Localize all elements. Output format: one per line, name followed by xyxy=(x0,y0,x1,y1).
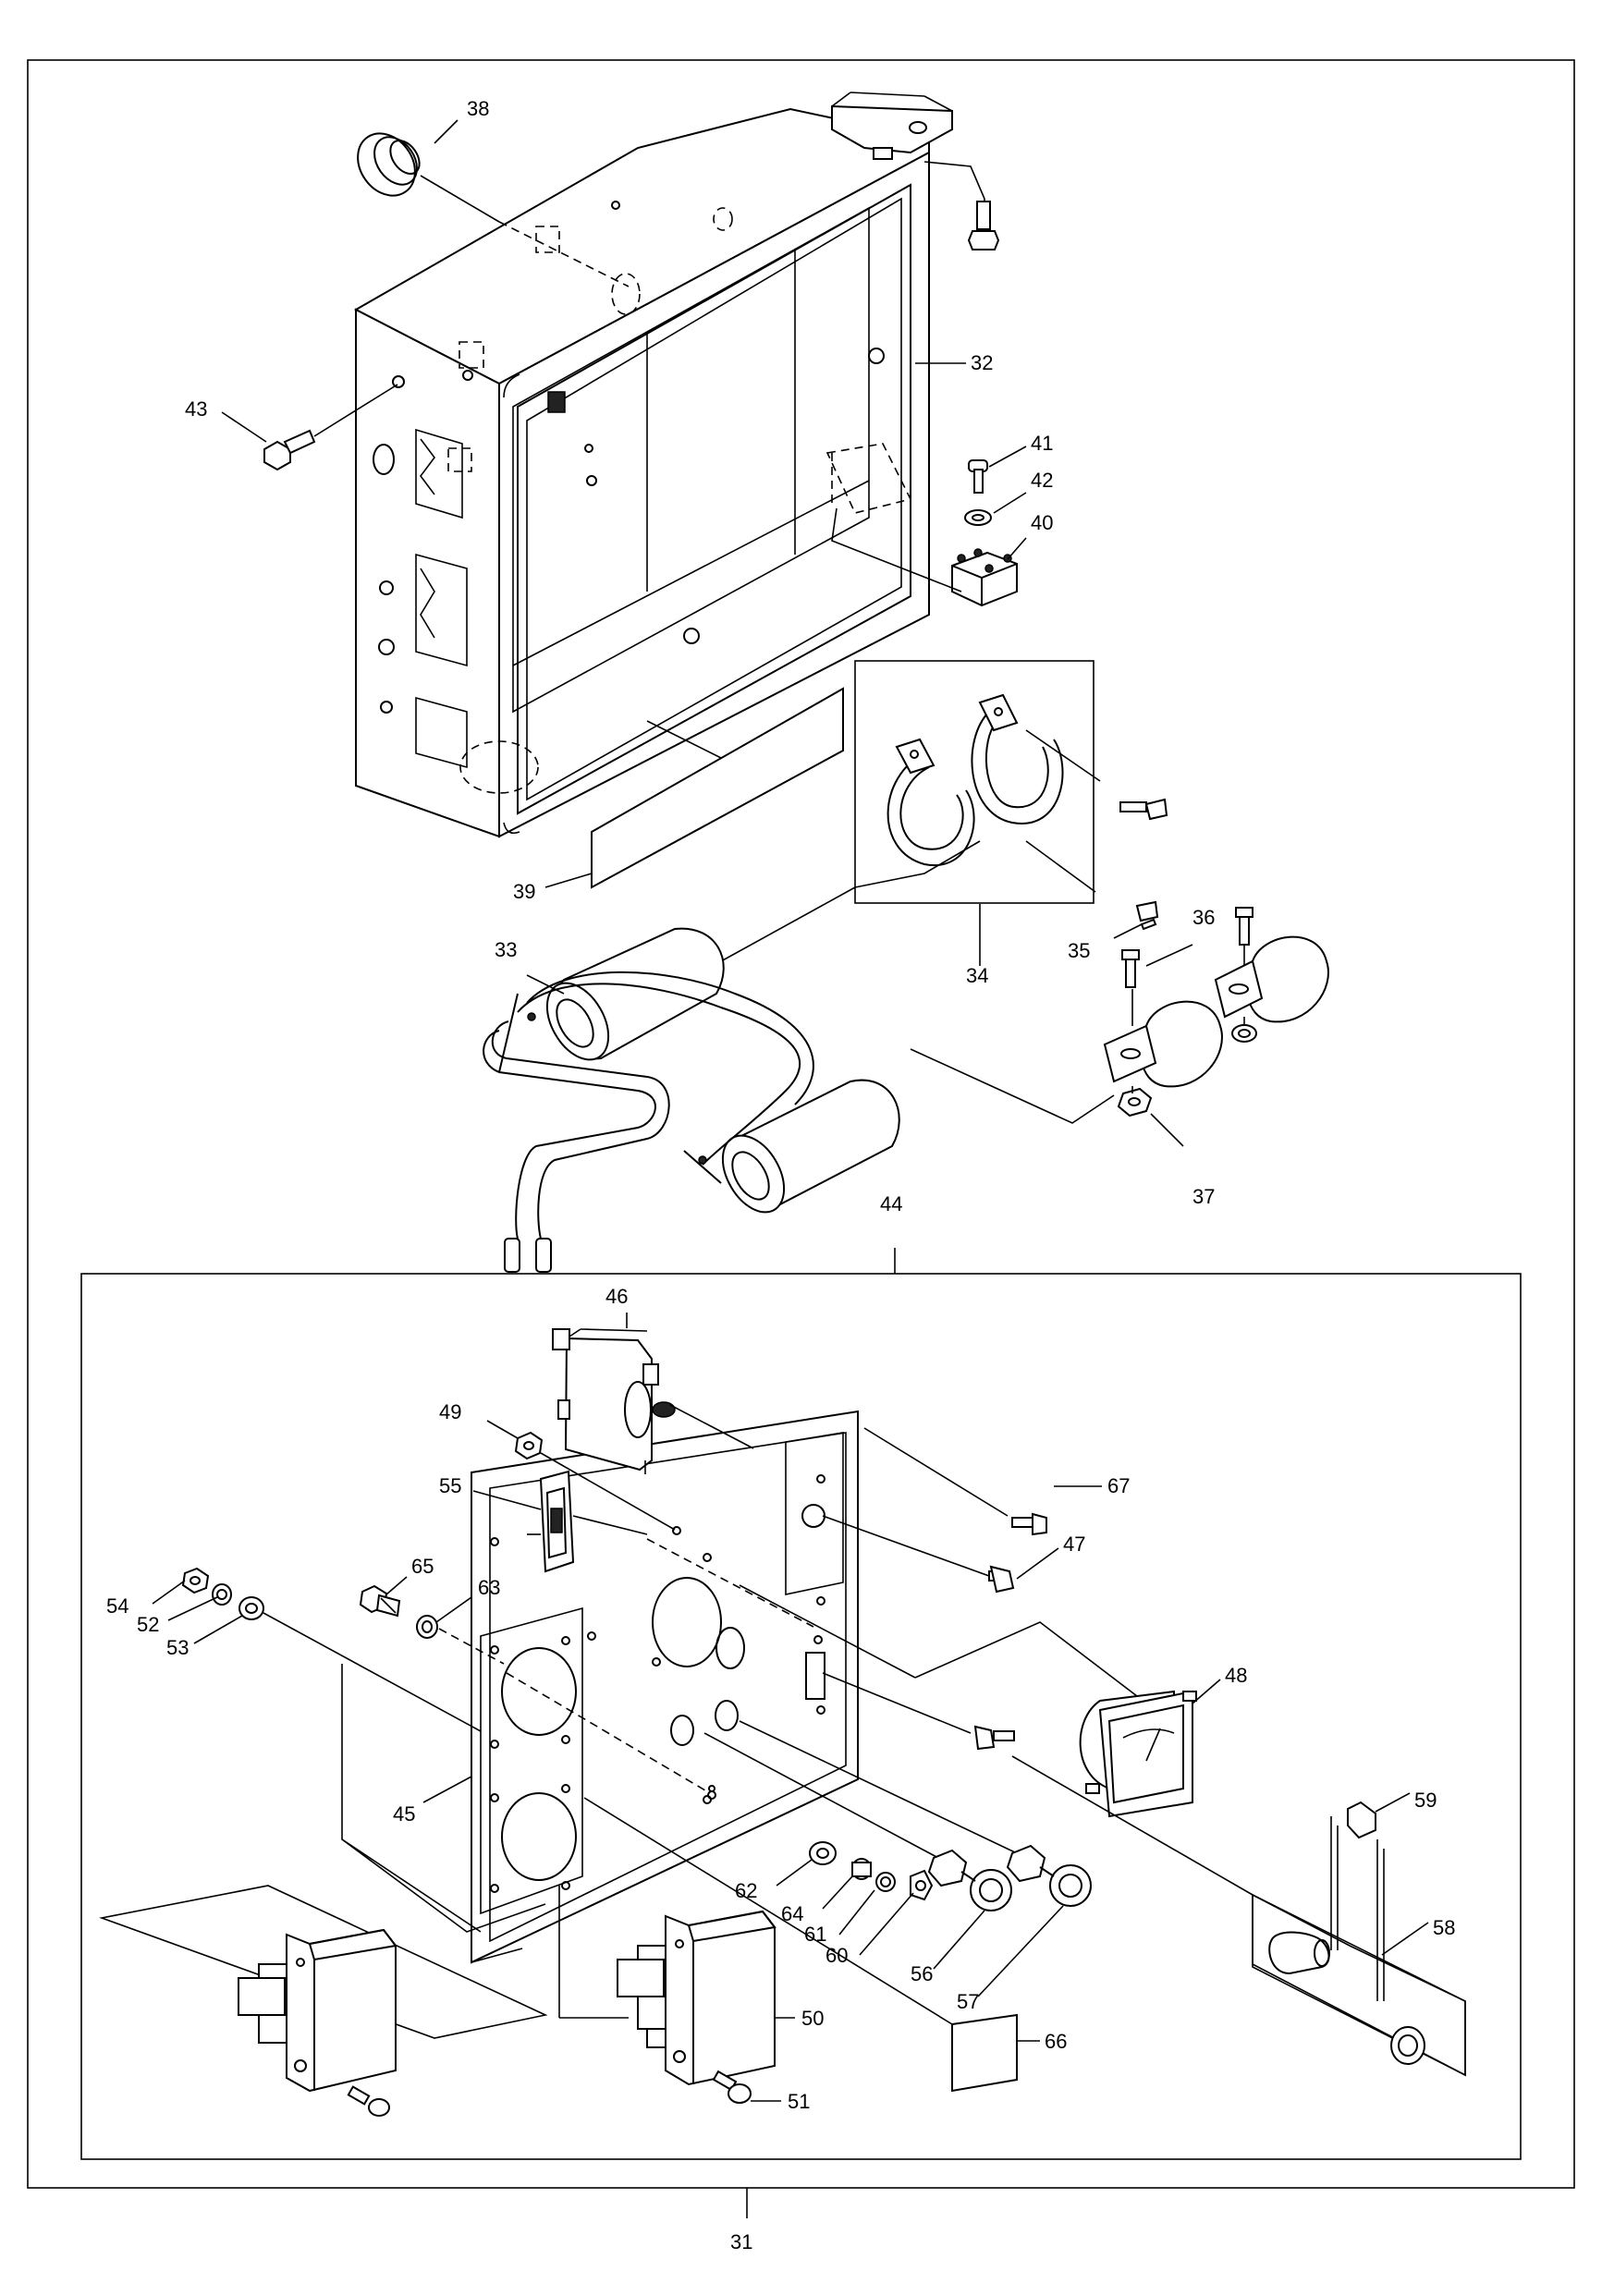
nut-49 xyxy=(514,1431,676,1531)
switch-55 xyxy=(527,1470,648,1573)
label-39: 39 xyxy=(513,880,535,903)
label-52: 52 xyxy=(137,1613,159,1636)
grommet-38 xyxy=(357,132,630,287)
part-labels: 31 32 33 34 35 36 37 38 39 40 41 42 43 4… xyxy=(106,97,1455,2253)
label-63: 63 xyxy=(478,1576,500,1599)
label-54: 54 xyxy=(106,1594,128,1618)
clamps-right xyxy=(1103,907,1329,1117)
label-51: 51 xyxy=(788,2090,810,2113)
hex-bolt-top xyxy=(923,161,1000,250)
label-36: 36 xyxy=(1192,906,1215,929)
label-56: 56 xyxy=(911,1962,933,1985)
label-37: 37 xyxy=(1192,1185,1215,1208)
label-34: 34 xyxy=(966,964,988,987)
nuts-washers-52-53-54 xyxy=(181,1567,482,1732)
label-43: 43 xyxy=(185,397,207,421)
label-48: 48 xyxy=(1225,1664,1247,1687)
label-41: 41 xyxy=(1031,432,1053,455)
label-44: 44 xyxy=(880,1192,902,1215)
binding-posts-56-57 xyxy=(703,1720,1092,1911)
pilot-lamp-58-59 xyxy=(1011,1755,1466,2077)
label-66 xyxy=(951,2013,1018,2093)
label-67: 67 xyxy=(1107,1474,1130,1497)
label-47: 47 xyxy=(1063,1533,1085,1556)
label-57: 57 xyxy=(957,1990,979,2013)
label-46: 46 xyxy=(605,1285,628,1308)
mounting-bracket xyxy=(831,92,953,160)
capacitors-33 xyxy=(483,886,1115,1273)
screw-center xyxy=(822,1672,1015,1751)
label-58: 58 xyxy=(1433,1916,1455,1939)
screw-51 xyxy=(712,2070,752,2104)
label-38: 38 xyxy=(467,97,489,120)
ammeter-48 xyxy=(914,1621,1197,1818)
label-32: 32 xyxy=(971,351,993,374)
clamp-assembly-34 xyxy=(854,660,1168,922)
screws-67-47 xyxy=(739,1427,1047,1679)
small-parts-60-64 xyxy=(809,1841,934,1901)
label-35: 35 xyxy=(1068,939,1090,962)
nameplate-39 xyxy=(591,687,844,889)
label-55: 55 xyxy=(439,1474,461,1497)
label-60: 60 xyxy=(825,1944,848,1967)
label-66: 66 xyxy=(1045,2030,1067,2053)
label-61: 61 xyxy=(804,1923,826,1946)
label-65: 65 xyxy=(411,1555,434,1578)
rectifier-module-lower-left xyxy=(99,1885,548,2117)
label-53: 53 xyxy=(166,1636,189,1659)
label-33: 33 xyxy=(495,938,517,961)
terminal-block-40 xyxy=(831,453,1018,607)
label-49: 49 xyxy=(439,1400,461,1423)
label-64: 64 xyxy=(781,1902,803,1925)
label-62: 62 xyxy=(735,1879,757,1902)
leader-lines xyxy=(152,119,1429,2102)
label-59: 59 xyxy=(1414,1789,1437,1812)
label-50: 50 xyxy=(801,2007,824,2030)
bolt-65-washer-63 xyxy=(359,1584,505,1665)
circuit-breaker-46 xyxy=(552,1328,754,1474)
label-45: 45 xyxy=(393,1802,415,1826)
label-42: 42 xyxy=(1031,469,1053,492)
label-40: 40 xyxy=(1031,511,1053,534)
bolt-43 xyxy=(263,384,398,471)
outer-frame xyxy=(27,59,1575,2189)
front-panel-45 xyxy=(471,1410,859,1964)
panel-assembly-frame-44 xyxy=(80,1273,1522,2160)
label-31: 31 xyxy=(730,2230,752,2253)
control-box-housing xyxy=(353,107,930,838)
rectifier-module-50 xyxy=(558,1886,777,2086)
